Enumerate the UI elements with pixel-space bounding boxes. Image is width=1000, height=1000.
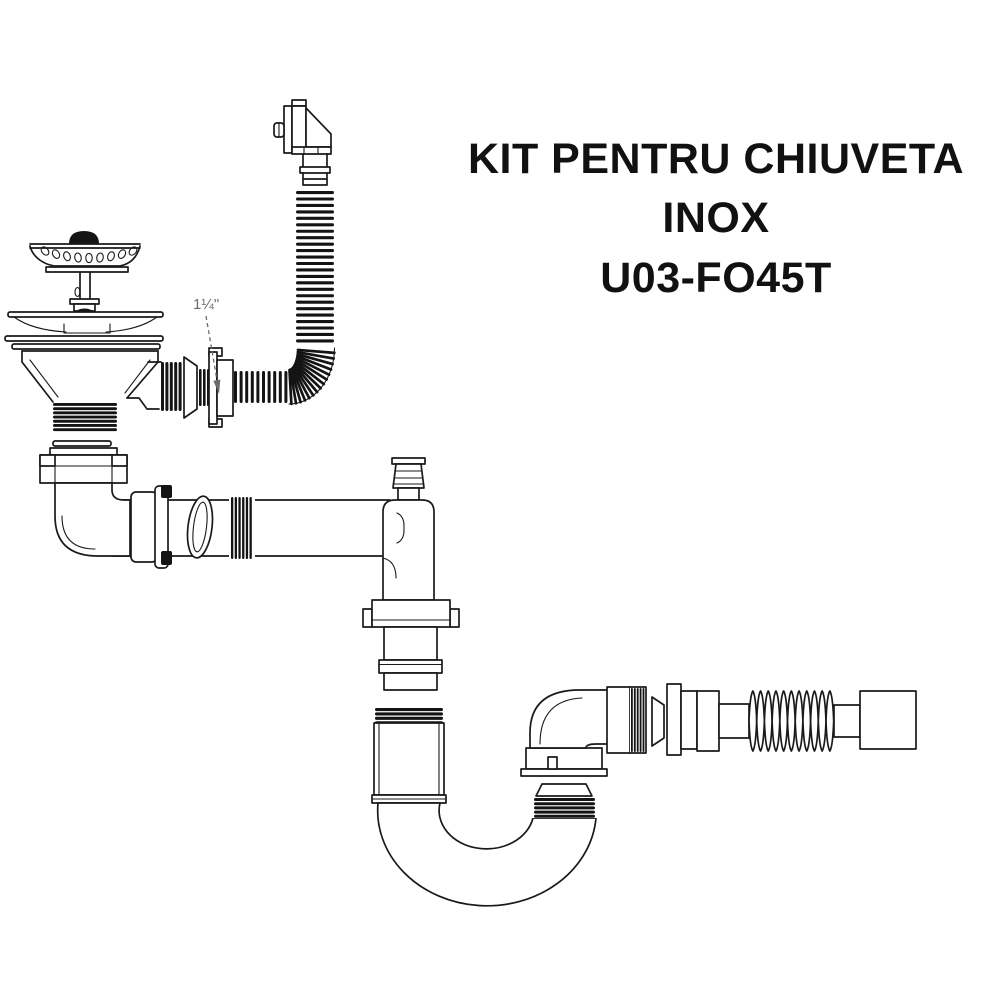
sink-flange <box>4 311 164 350</box>
compression-nut <box>130 485 172 569</box>
pipe-threads <box>229 496 255 560</box>
overflow-corrugated-hose <box>234 191 336 406</box>
slip-nut <box>39 447 128 484</box>
tee-flange-nut <box>362 599 460 628</box>
size-label: 1¼" <box>193 296 219 313</box>
elbow-90 <box>54 482 131 557</box>
hose-end-cuff <box>859 690 917 750</box>
hose-cone-washer <box>651 696 665 747</box>
product-title: KIT PENTRU CHIUVETA INOX U03-FO45T <box>430 130 1000 308</box>
arrow-icon <box>213 379 221 394</box>
product-title-line1: KIT PENTRU CHIUVETA INOX <box>467 135 965 243</box>
overflow-housing <box>273 99 332 186</box>
hose-nut <box>666 683 698 756</box>
tee-body <box>382 457 435 601</box>
elbow-socket <box>606 686 647 754</box>
hose-connector <box>696 690 720 752</box>
flexible-hose <box>718 690 917 752</box>
outlet-elbow <box>529 689 609 749</box>
product-title-line2: U03-FO45T <box>600 253 832 302</box>
slip-ring-washer <box>186 495 214 559</box>
outlet-nut <box>520 747 608 777</box>
outlet-cone-washer <box>183 356 198 419</box>
strainer-basket <box>29 231 141 316</box>
trap-outlet-washer <box>535 783 593 797</box>
size-annotation: 1¼" <box>193 296 221 394</box>
drain-body <box>21 347 234 432</box>
gasket <box>52 440 112 447</box>
p-trap <box>371 707 598 907</box>
tailpiece <box>378 626 443 691</box>
